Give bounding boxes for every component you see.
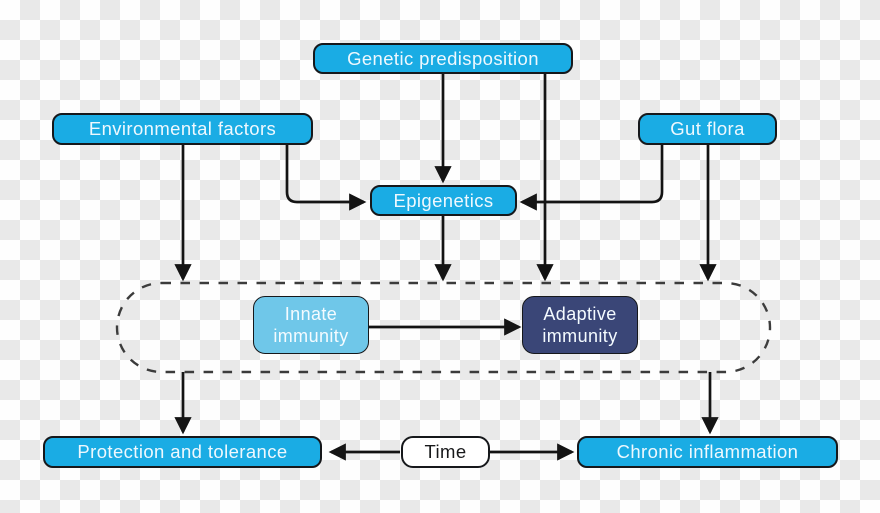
immune-response-group-outline [115,281,772,374]
node-time: Time [401,436,490,468]
node-environmental-factors: Environmental factors [52,113,313,145]
node-innate-immunity: Innate immunity [253,296,369,354]
node-protection-and-tolerance: Protection and tolerance [43,436,322,468]
edge-gutflora-to-epigenetics [519,145,664,211]
node-adaptive-immunity: Adaptive immunity [522,296,638,354]
node-genetic-predisposition: Genetic predisposition [313,43,573,74]
node-label: Environmental factors [88,118,277,140]
node-label: Innate immunity [273,303,349,347]
node-label: Gut flora [670,118,745,140]
node-epigenetics: Epigenetics [370,185,517,216]
node-chronic-inflammation: Chronic inflammation [577,436,838,468]
edge-environmental-to-epigenetics [285,145,367,211]
node-label: Chronic inflammation [616,441,799,463]
node-label: Adaptive immunity [542,303,618,347]
node-label: Protection and tolerance [77,441,288,463]
node-gut-flora: Gut flora [638,113,777,145]
node-label: Time [424,441,467,463]
node-label: Genetic predisposition [347,47,539,69]
node-label: Epigenetics [393,189,494,211]
